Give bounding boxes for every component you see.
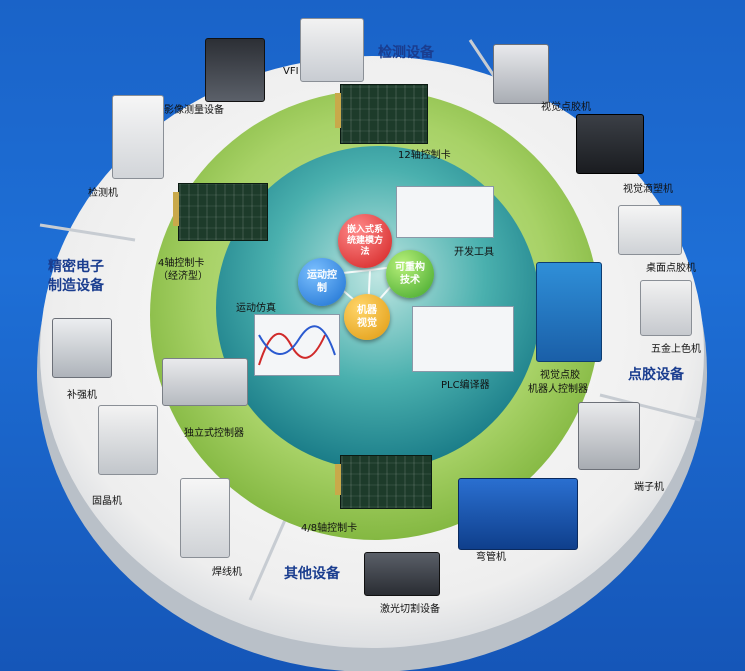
vision-robot-controller-image xyxy=(536,262,602,362)
die-bonder-image xyxy=(98,405,158,475)
core-motion-control: 运动控制 xyxy=(298,258,346,306)
vision-robot-controller-label-line1: 视觉点胶 xyxy=(540,370,580,381)
vision-dispenser-image xyxy=(493,44,549,104)
standalone-controller-image xyxy=(162,358,248,406)
wire-bonder-image xyxy=(180,478,230,558)
inspector-label: 检测机 xyxy=(88,188,118,199)
hardware-coating-label: 五金上色机 xyxy=(651,344,701,355)
vision-robot-controller-label-line2: 机器人控制器 xyxy=(528,384,588,395)
wire-bonder-label: 焊线机 xyxy=(212,567,242,578)
reinforcer-label: 补强机 xyxy=(67,390,97,401)
die-bonder-label: 固晶机 xyxy=(92,496,122,507)
inspector-machine-image xyxy=(112,95,164,179)
card-12-axis-label: 12轴控制卡 xyxy=(398,150,451,161)
hardware-coating-image xyxy=(640,280,692,336)
vfi-machine-image xyxy=(300,18,364,82)
card-4-8-axis-label: 4/8轴控制卡 xyxy=(301,523,358,534)
desktop-dispenser-image xyxy=(618,205,682,255)
pipe-bender-image xyxy=(458,478,578,550)
dev-tools-screenshot xyxy=(396,186,494,238)
laser-cutter-image xyxy=(364,552,440,596)
motion-sim-screenshot xyxy=(254,314,340,376)
core-embedded-modeling: 嵌入式系统建模方法 xyxy=(338,214,392,268)
vision-drip-label: 视觉滴塑机 xyxy=(623,184,673,195)
section-inspection-title: 检测设备 xyxy=(378,45,434,61)
card-4-axis-label-line2: （经济型） xyxy=(158,271,208,282)
core-reconfigurable-text: 可重构技术 xyxy=(395,262,425,286)
vision-drip-machine-image xyxy=(576,114,644,174)
card-4-axis-image xyxy=(173,183,268,241)
card-4-8-axis-image xyxy=(335,455,432,509)
laser-cutter-label: 激光切割设备 xyxy=(380,604,440,615)
section-dispensing-title: 点胶设备 xyxy=(628,367,684,383)
terminal-machine-label: 端子机 xyxy=(634,482,664,493)
section-electronics-title-line1: 精密电子 xyxy=(48,259,104,275)
terminal-machine-image xyxy=(578,402,640,470)
core-reconfigurable: 可重构技术 xyxy=(386,250,434,298)
vfi-label: VFI xyxy=(283,66,299,77)
core-machine-vision: 机器视觉 xyxy=(344,294,390,340)
image-measure-label: 影像测量设备 xyxy=(164,105,224,116)
section-electronics-title-line2: 制造设备 xyxy=(48,278,104,294)
reinforcer-machine-image xyxy=(52,318,112,378)
pipe-bender-label: 弯管机 xyxy=(476,552,506,563)
section-other-title: 其他设备 xyxy=(284,566,340,582)
desktop-dispenser-label: 桌面点胶机 xyxy=(646,263,696,274)
plc-compiler-label: PLC编译器 xyxy=(441,380,490,391)
image-measure-machine-image xyxy=(205,38,265,102)
core-machine-vision-text: 机器视觉 xyxy=(357,305,377,329)
vision-dispenser-label: 视觉点胶机 xyxy=(541,102,591,113)
motion-sim-label: 运动仿真 xyxy=(236,303,276,314)
card-4-axis-label-line1: 4轴控制卡 xyxy=(158,258,205,269)
plc-compiler-screenshot xyxy=(412,306,514,372)
dev-tools-label: 开发工具 xyxy=(454,247,494,258)
standalone-controller-label: 独立式控制器 xyxy=(184,428,244,439)
motion-sim-curve-graphic xyxy=(258,325,336,366)
card-12-axis-image xyxy=(335,84,428,144)
core-motion-control-text: 运动控制 xyxy=(307,270,337,294)
core-embedded-modeling-text: 嵌入式系统建模方法 xyxy=(346,224,383,257)
